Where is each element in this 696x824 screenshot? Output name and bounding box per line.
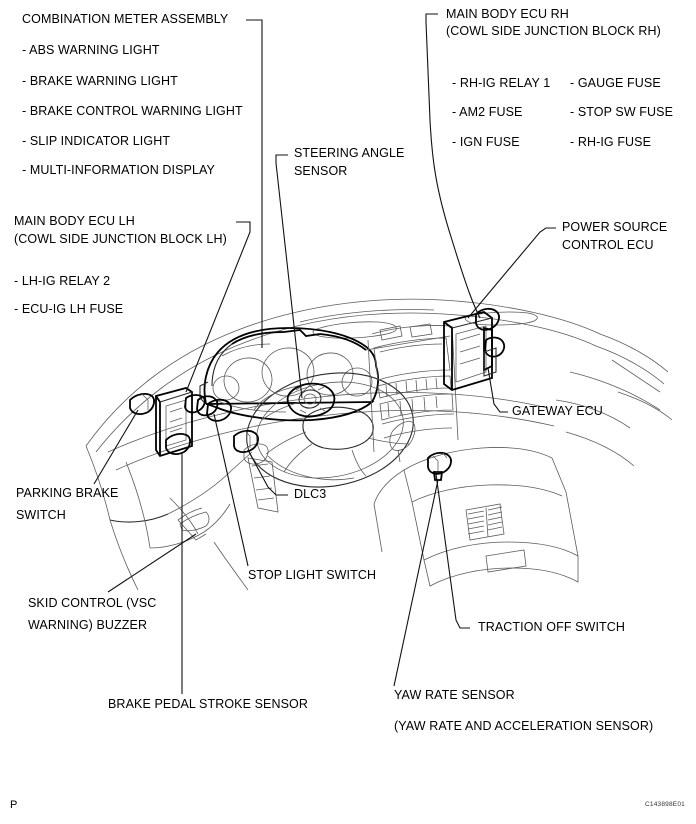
- main-body-ecu-lh-part: [129, 387, 259, 458]
- label-main-body-ecu-lh-item-0: - LH-IG RELAY 2: [14, 274, 111, 288]
- dashboard-outline: [85, 298, 673, 549]
- label-power-source-control-ecu-line2: CONTROL ECU: [562, 238, 654, 252]
- label-main-body-ecu-rh-item-r0: - GAUGE FUSE: [570, 76, 661, 90]
- leader-main-body-ecu-lh: [185, 221, 251, 393]
- leader-power-source-control-ecu: [467, 227, 556, 319]
- label-yaw-rate-sensor-line1: YAW RATE SENSOR: [394, 688, 515, 702]
- main-body-ecu-rh-part: [443, 307, 506, 391]
- label-combination-meter-item-1: - BRAKE WARNING LIGHT: [22, 74, 178, 88]
- label-main-body-ecu-rh-item-r2: - RH-IG FUSE: [570, 135, 652, 149]
- combination-meter-assembly-part: [199, 327, 379, 422]
- label-main-body-ecu-lh-title: MAIN BODY ECU LH: [14, 214, 135, 228]
- leader-yaw-rate-sensor: [393, 479, 439, 687]
- interior-detail-strokes: [109, 399, 635, 591]
- leader-skid-control-buzzer: [107, 533, 197, 593]
- label-combination-meter-item-0: - ABS WARNING LIGHT: [22, 43, 160, 57]
- label-skid-control-buzzer-line1: SKID CONTROL (VSC: [28, 596, 157, 610]
- label-main-body-ecu-rh-subtitle: (COWL SIDE JUNCTION BLOCK RH): [446, 24, 661, 38]
- steering-wheel: [246, 372, 414, 488]
- label-main-body-ecu-rh-item-l1: - AM2 FUSE: [452, 105, 523, 119]
- label-parking-brake-switch-line1: PARKING BRAKE: [16, 486, 119, 500]
- label-stop-light-switch: STOP LIGHT SWITCH: [248, 568, 377, 582]
- leader-main-body-ecu-rh: [425, 13, 481, 319]
- label-power-source-control-ecu-line1: POWER SOURCE: [562, 220, 668, 234]
- label-gateway-ecu: GATEWAY ECU: [512, 404, 603, 418]
- steering-angle-sensor-part: [286, 382, 336, 418]
- leader-gateway-ecu: [487, 367, 508, 413]
- leader-parking-brake-switch: [93, 409, 139, 485]
- label-main-body-ecu-rh-item-r1: - STOP SW FUSE: [570, 105, 674, 119]
- label-parking-brake-switch-line2: SWITCH: [16, 508, 66, 522]
- label-brake-pedal-stroke-sensor: BRAKE PEDAL STROKE SENSOR: [108, 697, 309, 711]
- label-steering-angle-sensor-line2: SENSOR: [294, 164, 348, 178]
- floor-console: [373, 447, 579, 587]
- label-combination-meter-item-2: - BRAKE CONTROL WARNING LIGHT: [22, 104, 243, 118]
- yaw-rate-sensor-part: [427, 451, 452, 481]
- label-combination-meter-item-3: - SLIP INDICATOR LIGHT: [22, 134, 171, 148]
- label-dlc3: DLC3: [294, 487, 327, 501]
- label-traction-off-switch: TRACTION OFF SWITCH: [478, 620, 626, 634]
- leader-traction-off-switch: [435, 473, 470, 629]
- label-main-body-ecu-rh-item-l0: - RH-IG RELAY 1: [452, 76, 551, 90]
- label-steering-angle-sensor-line1: STEERING ANGLE: [294, 146, 405, 160]
- label-combination-meter-title: COMBINATION METER ASSEMBLY: [22, 12, 229, 26]
- label-main-body-ecu-rh-title: MAIN BODY ECU RH: [446, 7, 569, 21]
- leader-stop-light-switch: [213, 413, 249, 567]
- label-skid-control-buzzer-line2: WARNING) BUZZER: [28, 618, 148, 632]
- page-marker: P: [10, 799, 18, 811]
- label-main-body-ecu-lh-item-1: - ECU-IG LH FUSE: [14, 302, 124, 316]
- label-yaw-rate-sensor-line2: (YAW RATE AND ACCELERATION SENSOR): [394, 719, 654, 733]
- leader-combination-meter: [246, 19, 263, 348]
- leader-dlc3: [247, 449, 288, 496]
- center-console-stack: [365, 323, 459, 463]
- figure-code: C143898E01: [645, 801, 685, 808]
- label-main-body-ecu-lh-subtitle: (COWL SIDE JUNCTION BLOCK LH): [14, 232, 227, 246]
- label-combination-meter-item-4: - MULTI-INFORMATION DISPLAY: [22, 163, 215, 177]
- label-main-body-ecu-rh-item-l2: - IGN FUSE: [452, 135, 520, 149]
- leader-steering-angle-sensor: [275, 154, 303, 399]
